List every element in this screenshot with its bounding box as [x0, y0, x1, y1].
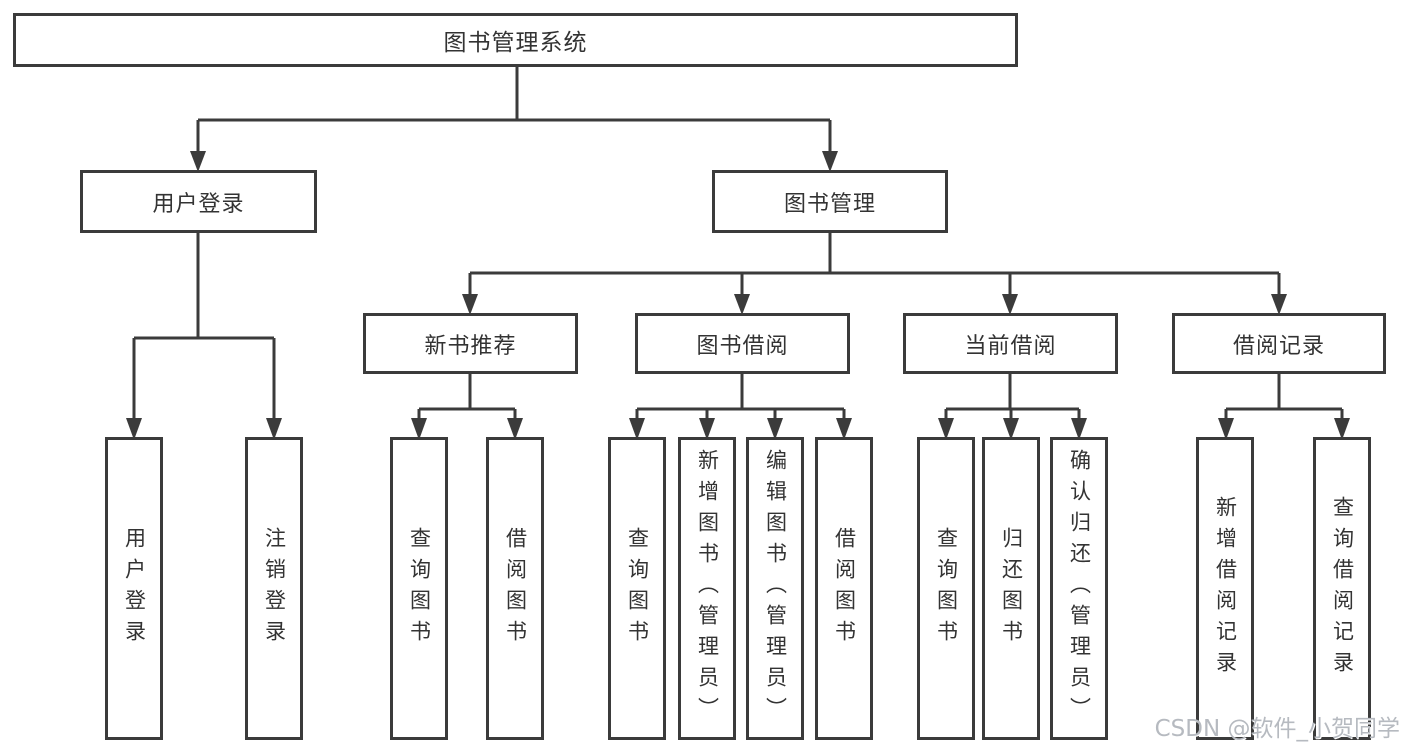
node-user-login: 用户登录 — [80, 170, 317, 233]
leaf-nbr-borrow-books: 借阅图书 — [486, 437, 544, 740]
node-label: 借阅记录 — [1232, 333, 1325, 359]
leaf-br-query-borrow-record: 查询借阅记录 — [1313, 437, 1371, 740]
leaf-bb-add-books-admin: 新增图书（管理员） — [678, 437, 736, 740]
node-label: 借阅图书 — [832, 526, 857, 651]
node-label: 当前借阅 — [964, 333, 1057, 359]
leaf-bb-query-books: 查询图书 — [608, 437, 666, 740]
node-library-management-system: 图书管理系统 — [13, 13, 1018, 67]
node-label: 借阅图书 — [503, 526, 528, 651]
node-label: 新增图书（管理员） — [695, 449, 720, 728]
node-label: 用户登录 — [122, 526, 147, 651]
node-label: 查询借阅记录 — [1330, 495, 1355, 682]
node-label: 新增借阅记录 — [1213, 495, 1238, 682]
node-borrowing-records: 借阅记录 — [1172, 313, 1386, 374]
node-label: 查询图书 — [934, 526, 959, 651]
node-label: 新书推荐 — [424, 333, 517, 359]
node-label: 归还图书 — [999, 526, 1024, 651]
node-new-book-recommendation: 新书推荐 — [363, 313, 578, 374]
leaf-nbr-query-books: 查询图书 — [390, 437, 448, 740]
node-label: 确认归还（管理员） — [1067, 449, 1092, 728]
node-label: 查询图书 — [625, 526, 650, 651]
leaf-bb-borrow-books: 借阅图书 — [815, 437, 873, 740]
node-label: 编辑图书（管理员） — [763, 449, 788, 728]
leaf-cb-query-books: 查询图书 — [917, 437, 975, 740]
leaf-user-login: 用户登录 — [105, 437, 163, 740]
leaf-cb-confirm-return-admin: 确认归还（管理员） — [1050, 437, 1108, 740]
leaf-bb-edit-books-admin: 编辑图书（管理员） — [746, 437, 804, 740]
node-label: 用户登录 — [152, 191, 245, 217]
node-label: 查询图书 — [407, 526, 432, 651]
node-label: 注销登录 — [262, 526, 287, 651]
node-book-management: 图书管理 — [712, 170, 948, 233]
node-book-borrowing: 图书借阅 — [635, 313, 850, 374]
node-current-borrowing: 当前借阅 — [903, 313, 1118, 374]
node-label: 图书管理系统 — [443, 30, 588, 56]
leaf-br-add-borrow-record: 新增借阅记录 — [1196, 437, 1254, 740]
node-label: 图书借阅 — [696, 333, 789, 359]
leaf-cb-return-books: 归还图书 — [982, 437, 1040, 740]
leaf-logout: 注销登录 — [245, 437, 303, 740]
watermark-csdn: CSDN @软件_小贺同学 — [1154, 716, 1400, 742]
node-label: 图书管理 — [783, 191, 876, 217]
